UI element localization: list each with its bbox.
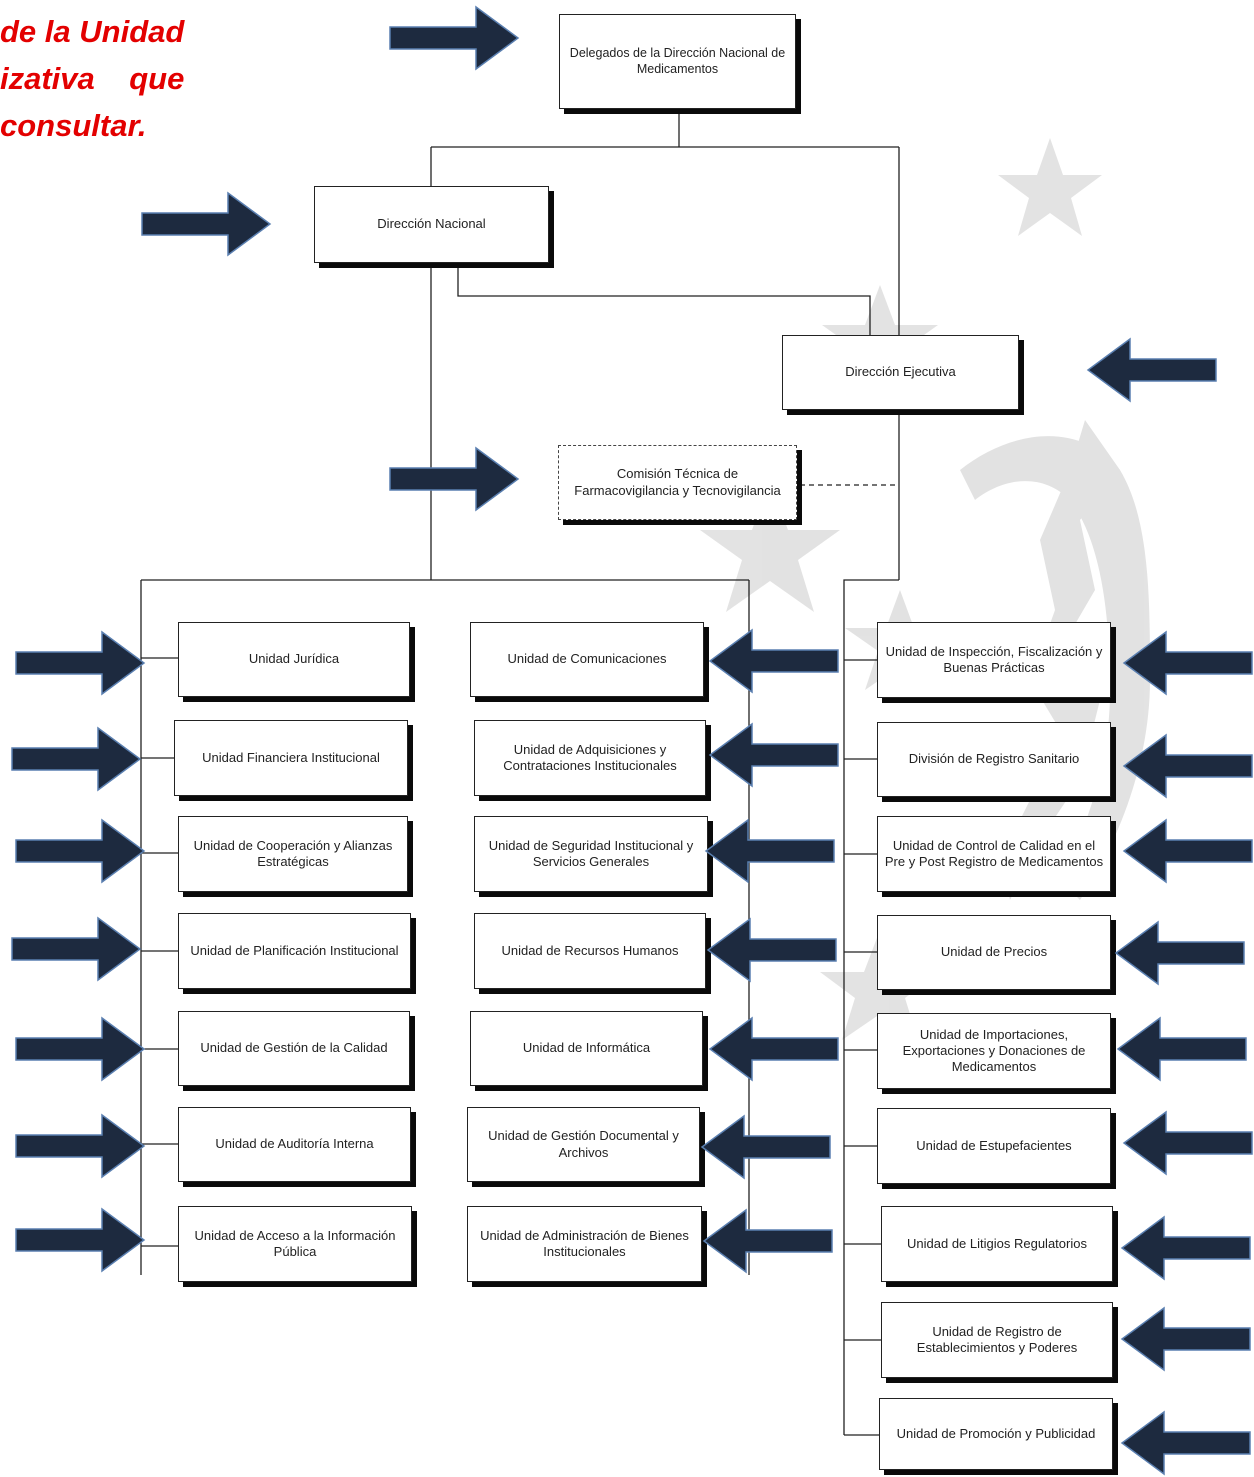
arrow-left-icon bbox=[1116, 1016, 1248, 1082]
arrow-right-icon bbox=[140, 191, 272, 257]
box-label: Unidad de Recursos Humanos bbox=[501, 942, 679, 958]
box-unidad-precios[interactable]: Unidad de Precios bbox=[877, 915, 1111, 990]
arrow-left-icon bbox=[708, 722, 840, 788]
arrow-left-icon bbox=[700, 1114, 832, 1180]
arrow-left-icon bbox=[1114, 920, 1246, 986]
box-unidad-registro-establecimientos[interactable]: Unidad de Registro de Establecimientos y… bbox=[881, 1302, 1113, 1378]
arrow-left-icon bbox=[1122, 733, 1254, 799]
arrow-right-icon bbox=[10, 916, 142, 982]
box-label: Unidad de Cooperación y Alianzas Estraté… bbox=[193, 837, 393, 869]
arrow-left-icon bbox=[1122, 1110, 1254, 1176]
box-label: Dirección Nacional bbox=[377, 216, 486, 232]
arrow-right-icon bbox=[14, 1113, 146, 1179]
box-unidad-seguridad[interactable]: Unidad de Seguridad Institucional y Serv… bbox=[474, 816, 708, 892]
box-unidad-planificacion[interactable]: Unidad de Planificación Institucional bbox=[178, 913, 411, 989]
box-unidad-comunicaciones[interactable]: Unidad de Comunicaciones bbox=[470, 622, 704, 697]
box-label: Unidad de Control de Calidad en el Pre y… bbox=[884, 837, 1104, 869]
box-unidad-recursos-humanos[interactable]: Unidad de Recursos Humanos bbox=[474, 913, 706, 989]
arrow-left-icon bbox=[1120, 1215, 1252, 1281]
box-label: Unidad de Registro de Establecimientos y… bbox=[916, 1323, 1078, 1355]
box-label: Unidad de Administración de Bienes Insti… bbox=[480, 1227, 689, 1259]
box-label: Unidad de Importaciones, Exportaciones y… bbox=[902, 1026, 1086, 1075]
box-label: Unidad de Adquisiciones y Contrataciones… bbox=[503, 741, 677, 773]
arrow-left-icon bbox=[1120, 1306, 1252, 1372]
box-label: Unidad de Seguridad Institucional y Serv… bbox=[488, 837, 694, 869]
instruction-line: izativa que bbox=[0, 61, 185, 96]
arrow-left-icon bbox=[704, 818, 836, 884]
box-label: Unidad Financiera Institucional bbox=[202, 749, 380, 765]
box-unidad-administracion-bienes[interactable]: Unidad de Administración de Bienes Insti… bbox=[467, 1206, 702, 1282]
box-unidad-informatica[interactable]: Unidad de Informática bbox=[470, 1011, 703, 1086]
box-label: División de Registro Sanitario bbox=[908, 751, 1080, 767]
arrow-right-icon bbox=[388, 446, 520, 512]
arrow-left-icon bbox=[1086, 337, 1218, 403]
arrow-right-icon bbox=[14, 1207, 146, 1273]
box-unidad-gestion-calidad[interactable]: Unidad de Gestión de la Calidad bbox=[178, 1011, 410, 1086]
box-division-registro-sanitario[interactable]: División de Registro Sanitario bbox=[877, 722, 1111, 797]
arrow-left-icon bbox=[1122, 630, 1254, 696]
box-label: Dirección Ejecutiva bbox=[845, 364, 956, 380]
arrow-right-icon bbox=[14, 818, 146, 884]
box-label: Unidad de Planificación Institucional bbox=[190, 942, 399, 958]
box-unidad-juridica[interactable]: Unidad Jurídica bbox=[178, 622, 410, 697]
arrow-right-icon bbox=[14, 1016, 146, 1082]
box-label: Unidad de Acceso a la Información Públic… bbox=[194, 1227, 396, 1259]
box-label: Unidad de Auditoría Interna bbox=[215, 1136, 374, 1152]
box-comision-tecnica[interactable]: Comisión Técnica de Farmacovigilancia y … bbox=[558, 445, 797, 520]
box-direccion-ejecutiva[interactable]: Dirección Ejecutiva bbox=[782, 335, 1019, 410]
box-direccion-nacional[interactable]: Dirección Nacional bbox=[314, 186, 549, 263]
arrow-right-icon bbox=[10, 726, 142, 792]
box-label: Unidad de Informática bbox=[522, 1040, 651, 1056]
box-label: Unidad de Gestión Documental y Archivos bbox=[488, 1128, 679, 1160]
watermark-star bbox=[700, 480, 840, 612]
box-label: Unidad de Comunicaciones bbox=[507, 651, 667, 667]
box-unidad-litigios[interactable]: Unidad de Litigios Regulatorios bbox=[881, 1206, 1113, 1282]
box-unidad-estupefacientes[interactable]: Unidad de Estupefacientes bbox=[877, 1108, 1111, 1184]
arrow-left-icon bbox=[1122, 818, 1254, 884]
box-label: Unidad Jurídica bbox=[248, 651, 340, 667]
box-unidad-financiera[interactable]: Unidad Financiera Institucional bbox=[174, 720, 408, 796]
arrow-right-icon bbox=[14, 630, 146, 696]
arrow-left-icon bbox=[706, 917, 838, 983]
box-unidad-acceso-informacion[interactable]: Unidad de Acceso a la Información Públic… bbox=[178, 1206, 412, 1282]
box-unidad-cooperacion[interactable]: Unidad de Cooperación y Alianzas Estraté… bbox=[178, 816, 408, 892]
instruction-text: de la Unidad izativa que consultar. bbox=[0, 8, 252, 149]
box-delegados[interactable]: Delegados de la Dirección Nacional de Me… bbox=[559, 14, 796, 109]
box-unidad-gestion-documental[interactable]: Unidad de Gestión Documental y Archivos bbox=[467, 1107, 700, 1182]
box-label: Unidad de Promoción y Publicidad bbox=[896, 1425, 1096, 1441]
box-unidad-inspeccion[interactable]: Unidad de Inspección, Fiscalización y Bu… bbox=[877, 622, 1111, 698]
box-label: Unidad de Litigios Regulatorios bbox=[907, 1235, 1087, 1251]
instruction-line: de la Unidad bbox=[0, 14, 185, 49]
arrow-left-icon bbox=[1120, 1410, 1252, 1476]
box-label: Unidad de Inspección, Fiscalización y Bu… bbox=[885, 643, 1103, 675]
box-label: Unidad de Estupefacientes bbox=[916, 1137, 1072, 1153]
arrow-left-icon bbox=[708, 628, 840, 694]
box-label: Unidad de Gestión de la Calidad bbox=[200, 1040, 388, 1056]
instruction-line: consultar. bbox=[0, 108, 147, 143]
arrow-right-icon bbox=[388, 5, 520, 71]
box-unidad-promocion[interactable]: Unidad de Promoción y Publicidad bbox=[879, 1398, 1113, 1470]
arrow-left-icon bbox=[702, 1208, 834, 1274]
arrow-left-icon bbox=[708, 1016, 840, 1082]
box-unidad-adquisiciones[interactable]: Unidad de Adquisiciones y Contrataciones… bbox=[474, 720, 706, 796]
box-unidad-control-calidad[interactable]: Unidad de Control de Calidad en el Pre y… bbox=[877, 816, 1111, 892]
box-label: Delegados de la Dirección Nacional de Me… bbox=[569, 45, 786, 76]
watermark-star bbox=[998, 138, 1102, 236]
box-unidad-auditoria[interactable]: Unidad de Auditoría Interna bbox=[178, 1107, 411, 1182]
box-unidad-importaciones[interactable]: Unidad de Importaciones, Exportaciones y… bbox=[877, 1013, 1111, 1089]
box-label: Unidad de Precios bbox=[940, 944, 1048, 960]
box-label: Comisión Técnica de Farmacovigilancia y … bbox=[574, 466, 781, 498]
